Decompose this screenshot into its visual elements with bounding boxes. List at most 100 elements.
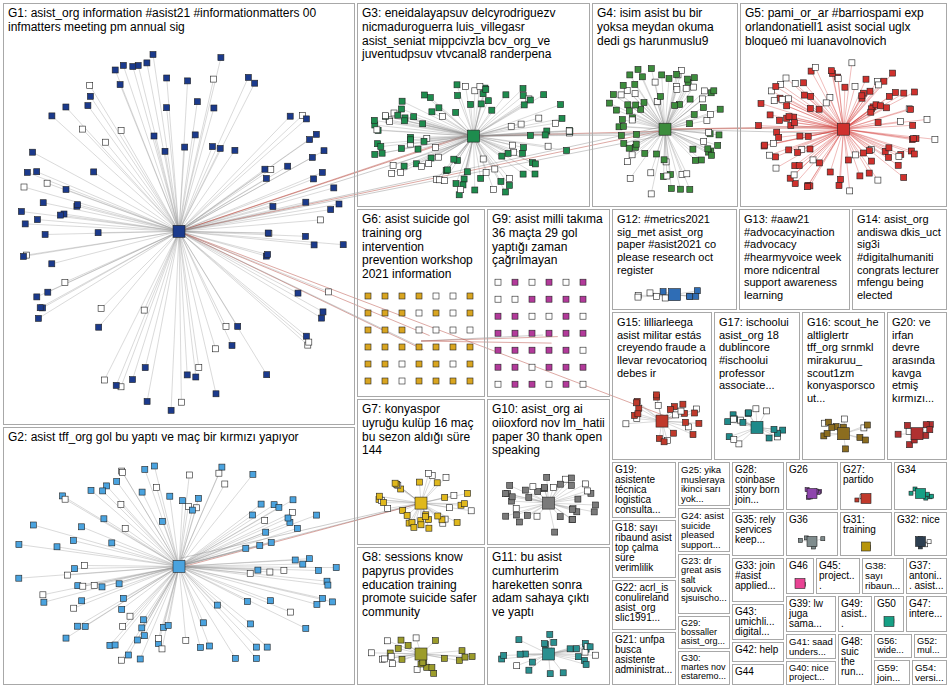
vertex-square xyxy=(847,188,853,194)
vertex-square xyxy=(316,568,322,574)
vertex-square xyxy=(901,175,907,181)
vertex-square xyxy=(542,642,548,648)
vertex-square xyxy=(753,406,759,412)
vertex-square xyxy=(687,186,693,192)
vertex-edge xyxy=(91,490,179,566)
vertex-square xyxy=(664,173,670,179)
vertex-square xyxy=(715,142,721,148)
vertex-square xyxy=(164,105,170,111)
vertex-square xyxy=(660,289,666,295)
vertex-square xyxy=(546,381,552,387)
vertex-square xyxy=(223,324,229,330)
vertex-square xyxy=(72,566,78,572)
vertex-edge xyxy=(844,129,878,180)
vertex-edge xyxy=(665,78,694,130)
vertex-square xyxy=(365,327,371,333)
vertex-square xyxy=(399,293,405,299)
vertex-edge xyxy=(664,129,666,176)
vertex-square xyxy=(193,374,199,380)
vertex-square xyxy=(563,296,569,302)
vertex-square xyxy=(886,145,892,151)
vertex-square xyxy=(453,181,459,187)
vertex-square xyxy=(767,112,773,118)
vertex-square xyxy=(886,154,892,160)
vertex-square xyxy=(248,621,254,627)
vertex-edge xyxy=(665,91,714,129)
vertex-square xyxy=(745,411,751,417)
vertex-square xyxy=(587,644,593,650)
vertex-square xyxy=(435,513,441,519)
vertex-square xyxy=(923,432,929,438)
vertex-edge xyxy=(147,231,179,401)
vertex-edge xyxy=(179,518,288,566)
group-panel: G8: sessions know papyrus provides educa… xyxy=(357,547,485,685)
vertex-edge xyxy=(474,136,510,178)
group-panel: G32: nice xyxy=(894,512,947,556)
vertex-square xyxy=(118,127,124,133)
vertex-square xyxy=(285,163,291,169)
vertex-square xyxy=(764,408,770,414)
vertex-square xyxy=(192,132,198,138)
vertex-square xyxy=(450,344,456,350)
vertex-edge xyxy=(795,129,844,166)
group-label: G28: coinbase story born join... xyxy=(733,463,783,507)
vertex-square xyxy=(862,542,871,551)
vertex-square xyxy=(558,102,564,108)
vertex-square xyxy=(632,91,638,97)
vertex-square xyxy=(527,133,533,139)
vertex-square xyxy=(516,519,522,525)
vertex-square xyxy=(563,347,569,353)
vertex-edge xyxy=(761,104,844,130)
group-panel: G6: asist suicide gol training org inter… xyxy=(357,209,485,397)
vertex-square xyxy=(139,625,145,631)
vertex-edge xyxy=(179,498,199,566)
vertex-square xyxy=(777,117,783,123)
group-panel: G48: suic the run... xyxy=(838,634,872,685)
vertex-square xyxy=(925,492,929,496)
group-label: G18: sayı ribaund asist top çalma süre v… xyxy=(613,521,675,575)
vertex-edge xyxy=(57,547,179,567)
vertex-edge xyxy=(179,108,214,231)
vertex-square xyxy=(521,145,527,151)
vertex-square xyxy=(909,137,915,143)
vertex-edge xyxy=(445,136,474,181)
vertex-square xyxy=(395,112,401,118)
vertex-square xyxy=(517,651,523,657)
vertex-square xyxy=(564,148,570,154)
group-label: G2: asist tff_org gol bu yaptı ve maç bi… xyxy=(4,428,354,448)
group-panel: G4: isim asist bu bir yoksa meydan okuma… xyxy=(592,3,738,207)
vertex-square xyxy=(563,330,569,336)
vertex-square xyxy=(381,500,387,506)
vertex-square xyxy=(878,103,884,109)
vertex-edge xyxy=(33,152,179,231)
vertex-square xyxy=(821,537,825,541)
vertex-square xyxy=(580,347,586,353)
vertex-square xyxy=(593,652,599,658)
vertex-edges xyxy=(19,55,935,674)
vertex-square xyxy=(420,659,426,665)
vertex-square xyxy=(633,102,639,108)
vertex-edge xyxy=(844,129,914,139)
vertex-square xyxy=(495,364,501,370)
vertex-square xyxy=(547,632,553,638)
vertex-square xyxy=(543,497,555,509)
vertex-edge xyxy=(179,231,232,345)
group-label: G54: versi... xyxy=(913,661,946,685)
vertex-square xyxy=(183,637,189,643)
vertex-square xyxy=(495,296,501,302)
vertex-square xyxy=(411,114,417,120)
vertex-square xyxy=(436,105,442,111)
vertex-square xyxy=(372,151,378,157)
vertex-edge xyxy=(179,566,186,640)
vertex-square xyxy=(866,148,872,154)
vertex-square xyxy=(838,428,850,440)
vertex-square xyxy=(557,481,563,487)
vertex-square xyxy=(219,464,225,470)
vertex-square xyxy=(884,617,894,627)
group-label: G5: pami_or_ar #barriospami exp orlandon… xyxy=(741,4,946,51)
vertex-square xyxy=(101,377,107,383)
vertex-square xyxy=(563,364,569,370)
vertex-edge xyxy=(170,496,179,566)
vertex-square xyxy=(62,279,68,285)
vertex-square xyxy=(22,221,28,227)
